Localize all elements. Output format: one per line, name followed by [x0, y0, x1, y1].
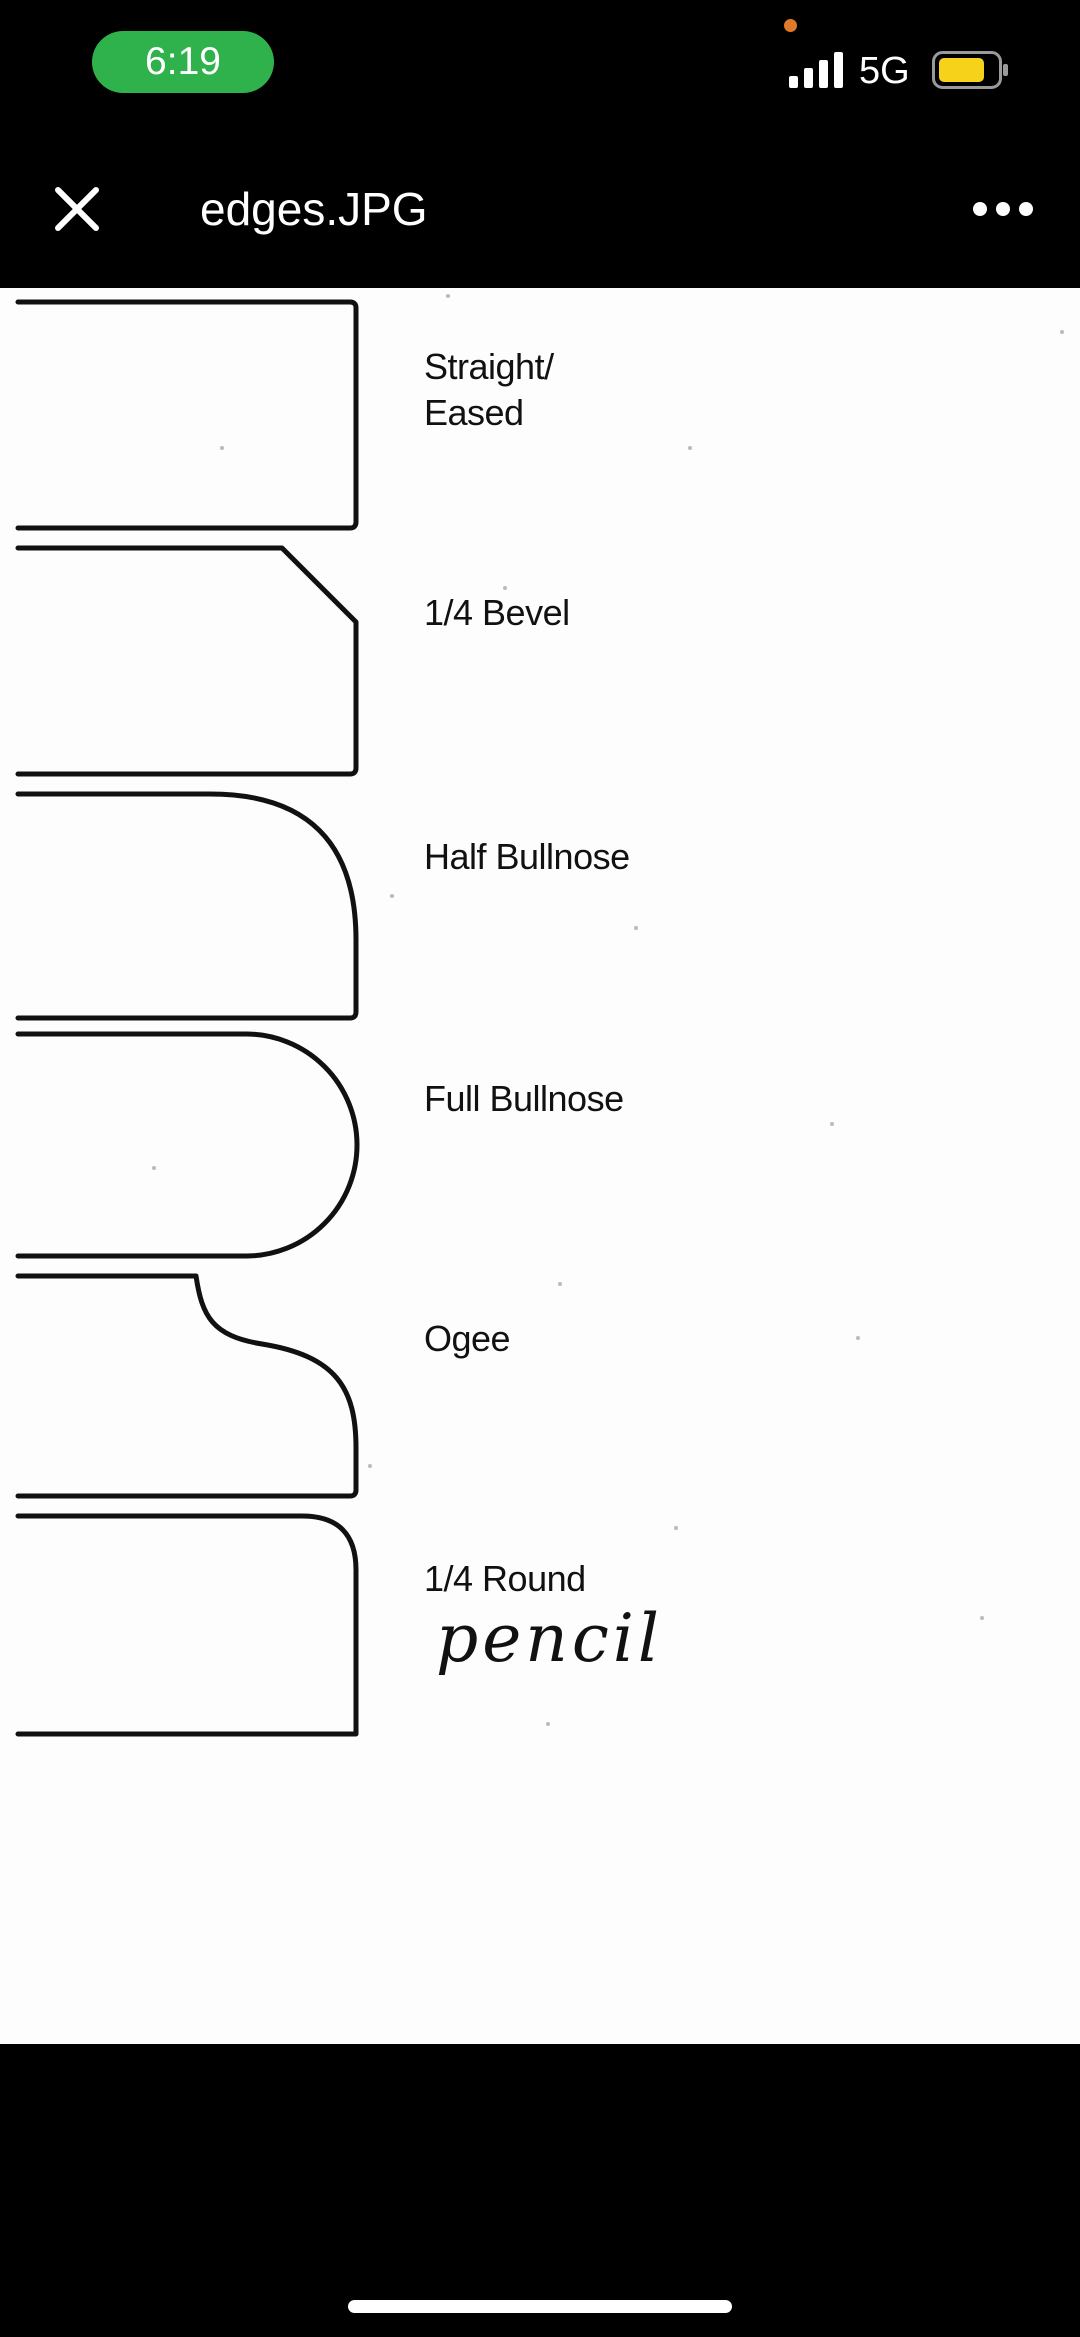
edge-label-quarter-bevel: 1/4 Bevel — [424, 592, 570, 633]
edge-label-quarter-round: 1/4 Round — [424, 1558, 586, 1599]
edge-profiles-drawing — [15, 294, 1064, 1737]
more-dots-icon[interactable] — [966, 182, 1040, 236]
edge-label-straight: Straight/ Eased — [424, 344, 554, 436]
bottom-area — [0, 2044, 1080, 2337]
edge-label-ogee: Ogee — [424, 1318, 511, 1359]
close-icon[interactable] — [44, 176, 110, 242]
profile-ogee — [15, 1273, 359, 1499]
cellular-signal-icon — [789, 52, 843, 88]
edge-label-straight-line2: Eased — [424, 392, 524, 433]
edge-label-half-bullnose: Half Bullnose — [424, 836, 630, 877]
profile-quarter-round — [15, 1513, 359, 1737]
status-time: 6:19 — [92, 31, 274, 93]
profile-quarter-bevel — [15, 545, 359, 777]
profile-half-bullnose — [15, 791, 359, 1021]
status-bar: 6:19 5G — [0, 0, 1080, 130]
home-indicator[interactable] — [348, 2300, 732, 2313]
battery-icon — [932, 51, 1008, 89]
handwritten-note: pencil — [436, 1600, 663, 1677]
privacy-indicator-dot — [784, 19, 797, 32]
edge-label-full-bullnose: Full Bullnose — [424, 1078, 624, 1119]
viewer-nav-bar: edges.JPG — [0, 130, 1080, 288]
edge-label-straight-line1: Straight/ — [424, 346, 554, 387]
file-title: edges.JPG — [200, 183, 428, 235]
image-viewer[interactable]: Straight/ Eased 1/4 Bevel Half Bullnose … — [0, 288, 1080, 2044]
profile-straight-eased — [15, 299, 359, 531]
profile-full-bullnose — [15, 1031, 360, 1259]
network-type-label: 5G — [859, 50, 910, 92]
